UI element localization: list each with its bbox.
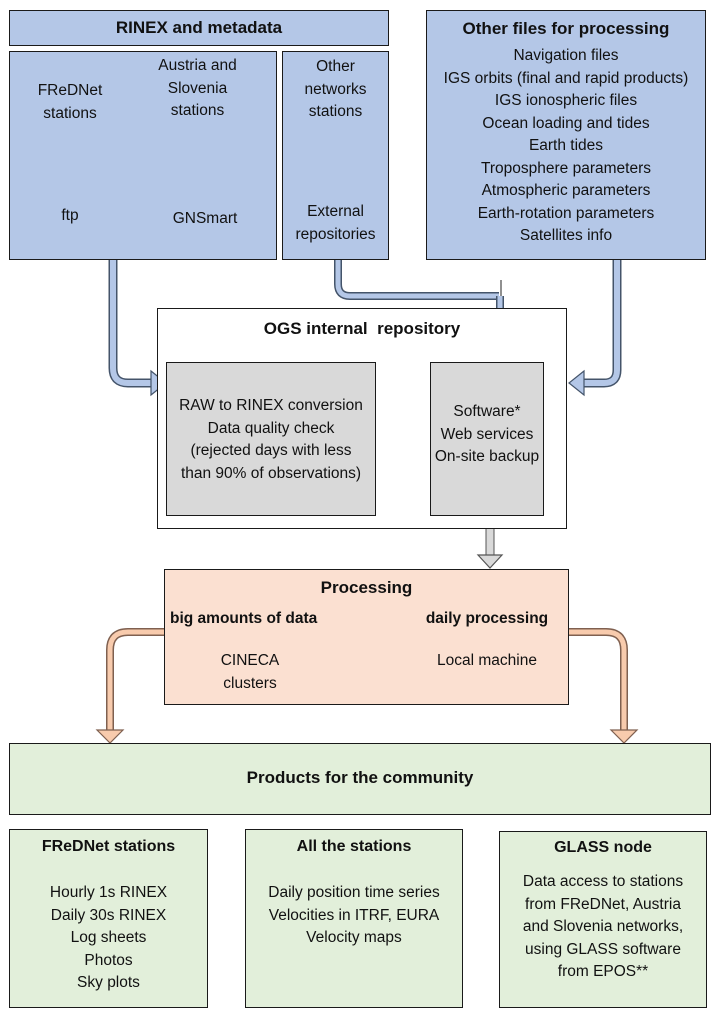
processing-left-lines: CINECA clusters [190, 650, 310, 695]
conversion-line: (rejected days with less [190, 442, 352, 459]
processing-left-line: CINECA [220, 652, 280, 669]
product-line: Velocity maps [306, 929, 402, 946]
arrow-processing-right-to-products [569, 628, 639, 744]
other-files-item: Earth-rotation parameters [477, 204, 655, 222]
conversion-line: RAW to RINEX conversion [179, 397, 363, 414]
product-line: from EPOS** [557, 963, 649, 980]
product-line: Photos [84, 951, 133, 969]
processing-right-line: Local machine [437, 652, 537, 669]
other-files-item: Earth tides [528, 137, 604, 154]
services-line: On-site backup [434, 448, 540, 465]
services-line: Web services [440, 425, 534, 443]
rinex-header-box: RINEX and metadata [9, 10, 389, 46]
other-files-item: IGS orbits (final and rapid products) [443, 69, 689, 87]
arrow-otherfiles-to-software [568, 258, 622, 397]
rinex-main-box [9, 51, 277, 260]
external-repositories-label: External repositories [295, 203, 376, 243]
fred-source-label: FReDNet stations [37, 82, 103, 122]
product-line: Velocities in ITRF, EURA [268, 906, 440, 924]
product-fred-title: FReDNet stations [41, 838, 176, 855]
conversion-line: than 90% of observations) [180, 464, 362, 482]
other-files-item: IGS ionospheric files [494, 92, 638, 109]
product-glass-lines: Data access to stations from FReDNet, Aus… [500, 871, 706, 984]
product-line: Daily 30s RINEX [50, 906, 167, 924]
other-files-item: Navigation files [513, 47, 619, 64]
processing-left-heading: big amounts of data [170, 610, 318, 627]
product-line: Data access to stations [522, 873, 684, 890]
processing-right-lines: Local machine [412, 650, 562, 673]
processing-box: Processing [164, 569, 569, 705]
product-line: from FReDNet, Austria [525, 895, 681, 913]
product-line: Log sheets [70, 929, 147, 946]
other-networks-box [282, 51, 389, 260]
services-line: Software* [453, 403, 521, 420]
product-line: and Slovenia networks, [522, 918, 684, 935]
austria-source-label: Austria and Slovenia stations [158, 57, 237, 119]
other-files-item: Atmospheric parameters [481, 182, 651, 199]
product-line: Daily position time series [268, 884, 440, 901]
product-box-fred: FReDNet stations Hourly 1s RINEX Daily 30… [9, 829, 208, 1008]
product-box-all-stations: All the stations Daily position time ser… [245, 829, 463, 1008]
gnsmart-label: GNSmart [172, 210, 238, 227]
other-files-item: Troposphere parameters [480, 159, 651, 177]
arrow-processing-left-to-products [95, 628, 165, 744]
product-fred-lines: Hourly 1s RINEX Daily 30s RINEX Log sheets… [10, 882, 207, 995]
processing-right-heading: daily processing [425, 610, 549, 627]
rinex-header-title: RINEX and metadata [115, 18, 283, 37]
other-files-item: Satellites info [519, 227, 613, 244]
other-networks-label: Other networks stations [304, 58, 367, 120]
product-line: using GLASS software [525, 940, 681, 958]
product-glass-title: GLASS node [554, 839, 652, 856]
product-box-glass: GLASS node Data access to stations from F… [499, 831, 707, 1008]
other-files-item: Ocean loading and tides [482, 114, 650, 132]
product-all-title: All the stations [296, 838, 412, 855]
processing-left-line: clusters [223, 674, 277, 692]
ogs-repository-title: OGS internal repository [263, 319, 461, 338]
products-title: Products for the community [246, 768, 474, 787]
processing-title: Processing [320, 578, 413, 597]
products-box: Products for the community [9, 743, 711, 815]
other-files-title: Other files for processing [462, 19, 670, 38]
product-line: Hourly 1s RINEX [49, 884, 168, 901]
conversion-line: Data quality check [207, 419, 335, 437]
ftp-label: ftp [61, 207, 79, 224]
product-line: Sky plots [77, 974, 140, 991]
other-files-box: Other files for processing Navigation fi… [426, 10, 706, 260]
